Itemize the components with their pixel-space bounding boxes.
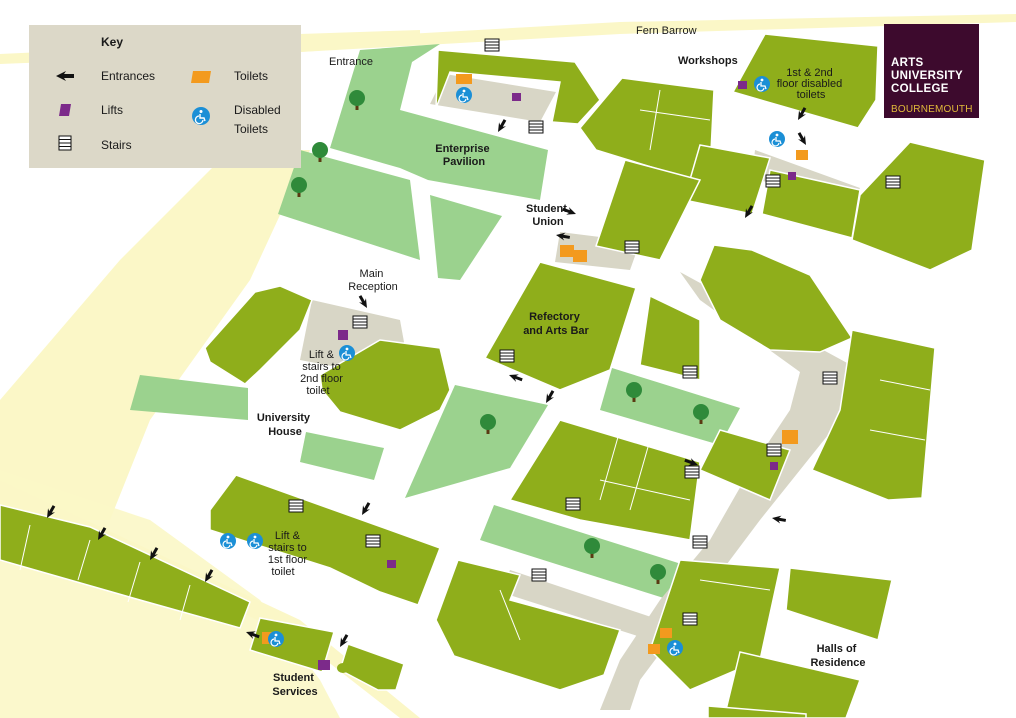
key-disabled-label: Disabled bbox=[234, 103, 281, 117]
lift-2nd-floor-label: Lift & stairs to 2nd floor toilet bbox=[300, 349, 346, 397]
disabled-toilet-icon bbox=[768, 130, 786, 148]
enterprise-pavilion-label: Enterprise Pavilion bbox=[435, 143, 492, 168]
halls-label: Halls of Residence bbox=[810, 643, 865, 669]
disabled-toilet-icon bbox=[666, 639, 684, 657]
toilet-icon bbox=[191, 71, 211, 83]
toilet-icon bbox=[573, 250, 587, 262]
key-title: Key bbox=[101, 35, 124, 49]
stairs-icon bbox=[484, 38, 500, 52]
disabled-toilet-icon bbox=[455, 86, 473, 104]
stairs-icon bbox=[531, 568, 547, 582]
stairs-icon bbox=[624, 240, 640, 254]
toilet-icon bbox=[796, 150, 808, 160]
stairs-icon bbox=[499, 349, 515, 363]
stairs-icon bbox=[288, 499, 304, 513]
lift-icon bbox=[788, 172, 796, 180]
university-house-label: University House bbox=[257, 412, 313, 438]
entrance-arrow-icon bbox=[494, 117, 509, 134]
stairs-icon bbox=[822, 371, 838, 385]
lift-icon bbox=[318, 660, 330, 670]
building-divisions bbox=[19, 89, 931, 641]
disabled-toilets-label: 1st & 2nd floor disabled toilets bbox=[777, 67, 846, 101]
stairs-icon bbox=[565, 497, 581, 511]
logo-line-3: COLLEGE bbox=[891, 83, 949, 95]
lift-icon bbox=[338, 330, 348, 340]
toilet-icon bbox=[782, 430, 798, 444]
workshops-label: Workshops bbox=[678, 55, 738, 67]
lift-icon bbox=[770, 462, 778, 470]
logo-wordmark: ARTS UNIVERSITY COLLEGE bbox=[891, 57, 963, 96]
map-key: Key Entrances Lifts Stairs Toilets Disab… bbox=[29, 25, 301, 168]
stairs-icon bbox=[684, 465, 700, 479]
toilet-icon bbox=[648, 644, 660, 654]
entrance-arrow-icon bbox=[358, 500, 373, 517]
lift-icon bbox=[387, 560, 396, 568]
key-entrances-label: Entrances bbox=[101, 69, 156, 83]
road-label: Fern Barrow bbox=[636, 25, 697, 37]
buildings bbox=[0, 33, 986, 718]
student-union-label: Student Union bbox=[526, 203, 570, 228]
stairs-icon bbox=[352, 315, 368, 329]
entrance-arrow-icon bbox=[771, 514, 787, 525]
entrance-label: Entrance bbox=[329, 56, 373, 68]
lift-1st-floor-label: Lift & stairs to 1st floor toilet bbox=[268, 530, 310, 578]
lift-icon bbox=[59, 104, 71, 116]
stairs-icon bbox=[528, 120, 544, 134]
disabled-toilet-icon bbox=[753, 75, 771, 93]
key-disabled-toilets-label: Toilets bbox=[234, 122, 269, 136]
logo-line-1: ARTS bbox=[891, 57, 924, 69]
logo-subline: BOURNEMOUTH bbox=[891, 104, 973, 115]
disabled-toilet-icon bbox=[246, 532, 264, 550]
disabled-toilet-icon bbox=[267, 630, 285, 648]
college-logo: ARTS UNIVERSITY COLLEGE BOURNEMOUTH bbox=[884, 24, 979, 118]
key-lifts-label: Lifts bbox=[101, 103, 124, 117]
lift-icon bbox=[337, 663, 349, 673]
key-stairs-label: Stairs bbox=[101, 138, 132, 152]
lift-icon bbox=[512, 93, 521, 101]
entrance-arrow-icon bbox=[356, 293, 371, 310]
stairs-icon bbox=[765, 174, 781, 188]
lift-icon bbox=[738, 81, 747, 89]
toilet-icon bbox=[660, 628, 672, 638]
stairs-icon bbox=[682, 365, 698, 379]
disabled-toilet-icon bbox=[338, 344, 356, 362]
stairs-icon bbox=[682, 612, 698, 626]
key-toilets-label: Toilets bbox=[234, 69, 269, 83]
refectory-label: Refectory and Arts Bar bbox=[523, 311, 589, 337]
student-services-label: Student Services bbox=[272, 672, 317, 698]
map-labels: Fern Barrow Entrance Workshops Enterpris… bbox=[257, 25, 866, 698]
stairs-icon bbox=[766, 443, 782, 457]
stairs-icon bbox=[365, 534, 381, 548]
disabled-toilet-icon bbox=[219, 532, 237, 550]
stairs-icon bbox=[692, 535, 708, 549]
entrance-arrow-icon bbox=[542, 388, 557, 405]
disabled-toilet-icon bbox=[192, 107, 210, 125]
main-reception-label: Main Reception bbox=[348, 268, 398, 293]
logo-line-2: UNIVERSITY bbox=[891, 70, 964, 82]
entrance-arrow-icon bbox=[56, 71, 74, 81]
stairs-icon bbox=[885, 175, 901, 189]
stairs-icon bbox=[58, 135, 72, 151]
lift-markers bbox=[318, 81, 796, 673]
toilet-icon bbox=[560, 245, 574, 257]
entrance-arrow-icon bbox=[795, 130, 810, 147]
toilet-icon bbox=[456, 74, 472, 84]
